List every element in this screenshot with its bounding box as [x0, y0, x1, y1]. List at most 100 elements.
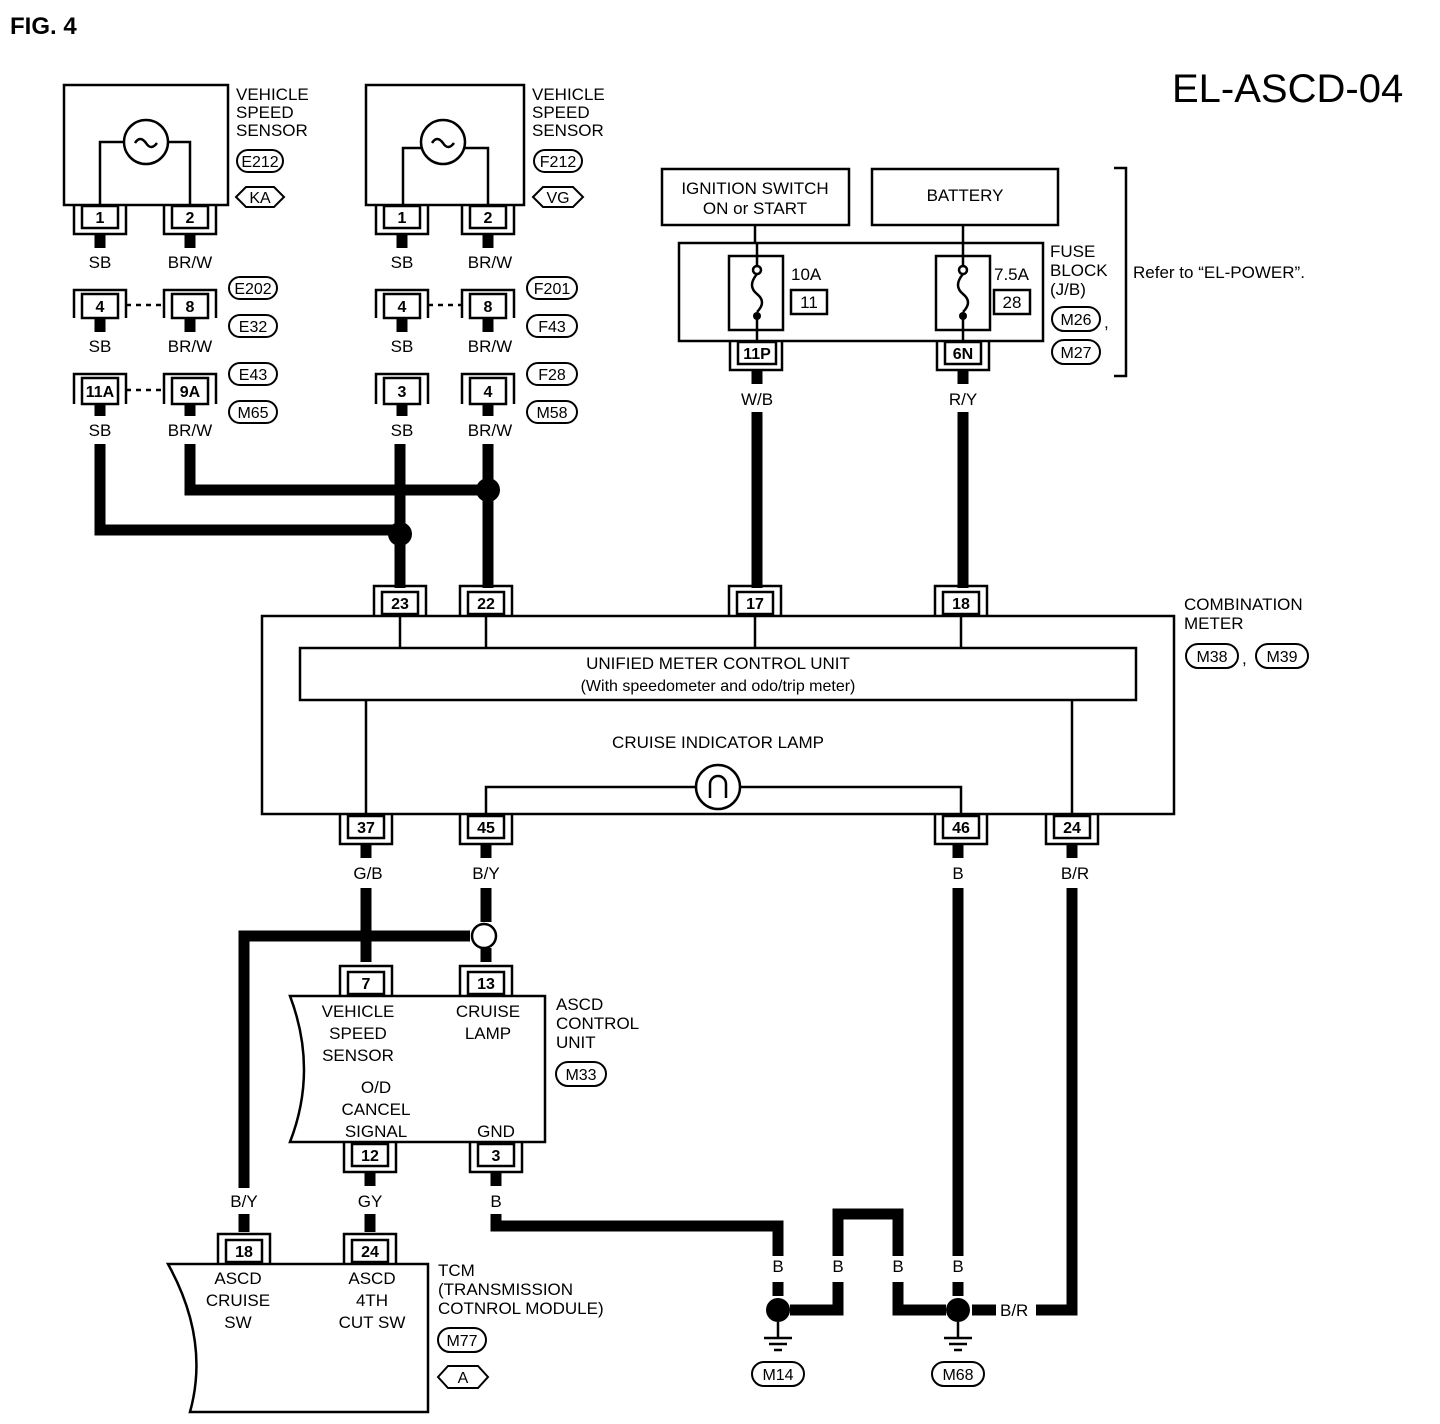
pin-label: 45 — [477, 820, 495, 837]
tcm-conn: M77 — [446, 1333, 477, 1350]
wire-color: B — [772, 1257, 783, 1276]
pin-label: 18 — [952, 596, 970, 613]
combination-meter: UNIFIED METER CONTROL UNIT (With speedom… — [260, 584, 1309, 883]
meter-line2: METER — [1184, 614, 1244, 633]
pin-label: 8 — [186, 299, 195, 316]
wire-color: B — [892, 1257, 903, 1276]
ascd-conn: M33 — [565, 1067, 596, 1084]
wire-color: SB — [391, 337, 414, 356]
pin-label: 22 — [477, 596, 495, 613]
pin-label: 4 — [96, 299, 105, 316]
ground-conn2: M68 — [942, 1367, 973, 1384]
wire-color: SB — [89, 253, 112, 272]
pin-label: 4 — [398, 299, 407, 316]
wire-color: B — [832, 1257, 843, 1276]
sensor-coil-icon — [419, 118, 467, 166]
connector-id: M58 — [536, 405, 567, 422]
meter-conn1: M38 — [1196, 649, 1227, 666]
pin-label: 46 — [952, 820, 970, 837]
ignition-line1: IGNITION SWITCH — [681, 179, 828, 198]
wire-color: B/R — [1061, 864, 1089, 883]
tcm: 18 24 ASCD CRUISE SW ASCD 4TH CUT SW TCM… — [165, 1232, 604, 1414]
figure-label: FIG. 4 — [10, 13, 77, 40]
tcm-line1: TCM — [438, 1261, 475, 1280]
tcm-line2: (TRANSMISSION — [438, 1280, 573, 1299]
vss-line1: VEHICLE — [322, 1002, 395, 1021]
pin-label: 11P — [743, 346, 771, 363]
connector-id: F201 — [534, 281, 571, 298]
fuse-block-line3: (J/B) — [1050, 280, 1086, 299]
sw2-line1: ASCD — [348, 1269, 395, 1288]
left-sensor-line2: SPEED — [236, 103, 294, 122]
fuse2-rating: 7.5A — [994, 265, 1030, 284]
vss-line3: SENSOR — [322, 1046, 394, 1065]
splice-open-dot — [470, 922, 498, 950]
wire-color: SB — [391, 253, 414, 272]
pin-label: 3 — [398, 384, 407, 401]
vss-line2: SPEED — [329, 1024, 387, 1043]
wire-color: W/B — [741, 390, 773, 409]
wire-color: GY — [358, 1192, 383, 1211]
tcm-hex: A — [458, 1370, 469, 1387]
left-sensor-connector: E212 — [241, 154, 278, 171]
meter-comma: , — [1242, 649, 1247, 668]
ground-conn1: M14 — [762, 1367, 793, 1384]
right-sensor-connector: F212 — [540, 154, 577, 171]
battery-label: BATTERY — [927, 186, 1004, 205]
left-sensor-hex: KA — [249, 190, 271, 207]
ascd-line3: UNIT — [556, 1033, 596, 1052]
left-sensor-line3: SENSOR — [236, 121, 308, 140]
right-sensor-pins: 1 2 SB BR/W 4 8 F201 F43 SB BR/W 3 4 F28… — [374, 204, 578, 440]
sensor-wiring — [94, 444, 500, 588]
wire-color: B — [952, 1257, 963, 1276]
wire-color: B — [952, 864, 963, 883]
ground-splice-dot — [766, 1298, 790, 1322]
od-line1: O/D — [361, 1078, 391, 1097]
power-sources: IGNITION SWITCH ON or START BATTERY — [660, 167, 1060, 244]
ascd-line1: ASCD — [556, 995, 603, 1014]
splice-dot — [476, 478, 500, 502]
meter-line1: COMBINATION — [1184, 595, 1303, 614]
left-sensor-line1: VEHICLE — [236, 85, 309, 104]
pin-label: 24 — [361, 1244, 379, 1261]
sw1-line3: SW — [224, 1313, 251, 1332]
wire-color: BR/W — [468, 421, 512, 440]
fuse-comma: , — [1104, 313, 1109, 332]
splice-dot — [388, 522, 412, 546]
fuse-conn1: M26 — [1060, 312, 1091, 329]
wire-color: SB — [391, 421, 414, 440]
ground-section: B B B B B/R M14 M68 — [751, 1208, 1078, 1387]
pin-label: 17 — [746, 596, 764, 613]
pin-label: 8 — [484, 299, 493, 316]
wire-color: R/Y — [949, 390, 977, 409]
pin-label: 2 — [484, 210, 493, 227]
pin-label: 18 — [235, 1244, 253, 1261]
pin-label: 13 — [477, 976, 495, 993]
od-line3: SIGNAL — [345, 1122, 407, 1141]
ascd-line2: CONTROL — [556, 1014, 639, 1033]
lamp-label: CRUISE INDICATOR LAMP — [612, 733, 824, 752]
pin-label: 3 — [492, 1148, 501, 1165]
diagram-id: EL-ASCD-04 — [1172, 67, 1403, 111]
wire-color: BR/W — [168, 253, 212, 272]
connector-id: F43 — [538, 319, 566, 336]
indicator-lamp-icon — [694, 763, 742, 811]
pin-label: 6N — [953, 346, 973, 363]
right-speed-sensor: VEHICLE SPEED SENSOR F212 VG — [364, 83, 605, 208]
pin-label: 23 — [391, 596, 409, 613]
pin-label: 24 — [1063, 820, 1081, 837]
connector-id: E202 — [234, 281, 271, 298]
ground-splice-dot — [946, 1298, 970, 1322]
pin-label: 11A — [86, 384, 115, 401]
connector-id: M65 — [237, 405, 268, 422]
connector-id: F28 — [538, 367, 566, 384]
cruise-line1: CRUISE — [456, 1002, 520, 1021]
tcm-line3: COTNROL MODULE) — [438, 1299, 604, 1318]
pin-label: 12 — [361, 1148, 379, 1165]
fuse-icon — [956, 273, 970, 313]
ascd-control-unit: 7 13 VEHICLE SPEED SENSOR CRUISE LAMP O/… — [230, 964, 784, 1256]
pin-label: 1 — [96, 210, 105, 227]
unit-line1: UNIFIED METER CONTROL UNIT — [586, 654, 850, 673]
right-sensor-line2: SPEED — [532, 103, 590, 122]
